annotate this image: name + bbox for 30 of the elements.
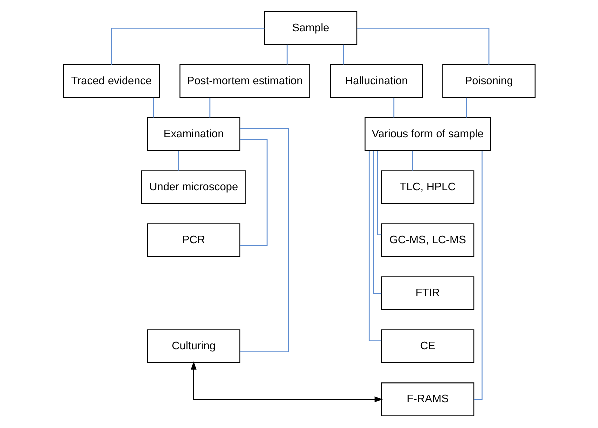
node-box: Examination bbox=[146, 118, 240, 152]
node-box: Traced evidence bbox=[62, 64, 160, 98]
node-box: Various form of sample bbox=[364, 118, 490, 152]
node-box: Under microscope bbox=[140, 170, 246, 204]
node-box: Sample bbox=[264, 12, 358, 46]
node-box: FTIR bbox=[380, 276, 474, 310]
connector bbox=[110, 28, 265, 66]
node-box: Poisoning bbox=[442, 64, 536, 98]
arrow bbox=[190, 362, 383, 402]
connector bbox=[473, 150, 482, 400]
connector bbox=[239, 128, 289, 352]
connector bbox=[393, 97, 394, 118]
connector bbox=[342, 44, 344, 66]
connector bbox=[368, 150, 382, 342]
connector bbox=[239, 140, 268, 246]
node-box: Hallucination bbox=[330, 64, 423, 98]
connector bbox=[356, 28, 490, 66]
connector bbox=[209, 97, 210, 118]
node-box: F-RAMS bbox=[380, 382, 474, 416]
node-box: Post-mortem estimation bbox=[179, 64, 310, 98]
node-box: TLC, HPLC bbox=[380, 170, 474, 204]
connector bbox=[286, 44, 288, 66]
node-box: Culturing bbox=[146, 330, 240, 364]
connector bbox=[152, 97, 154, 118]
connector bbox=[372, 150, 382, 294]
node-box: GC-MS, LC-MS bbox=[380, 224, 474, 258]
connector bbox=[376, 150, 382, 236]
node-box: PCR bbox=[146, 224, 240, 258]
connector bbox=[466, 97, 467, 118]
node-box: CE bbox=[380, 330, 474, 364]
